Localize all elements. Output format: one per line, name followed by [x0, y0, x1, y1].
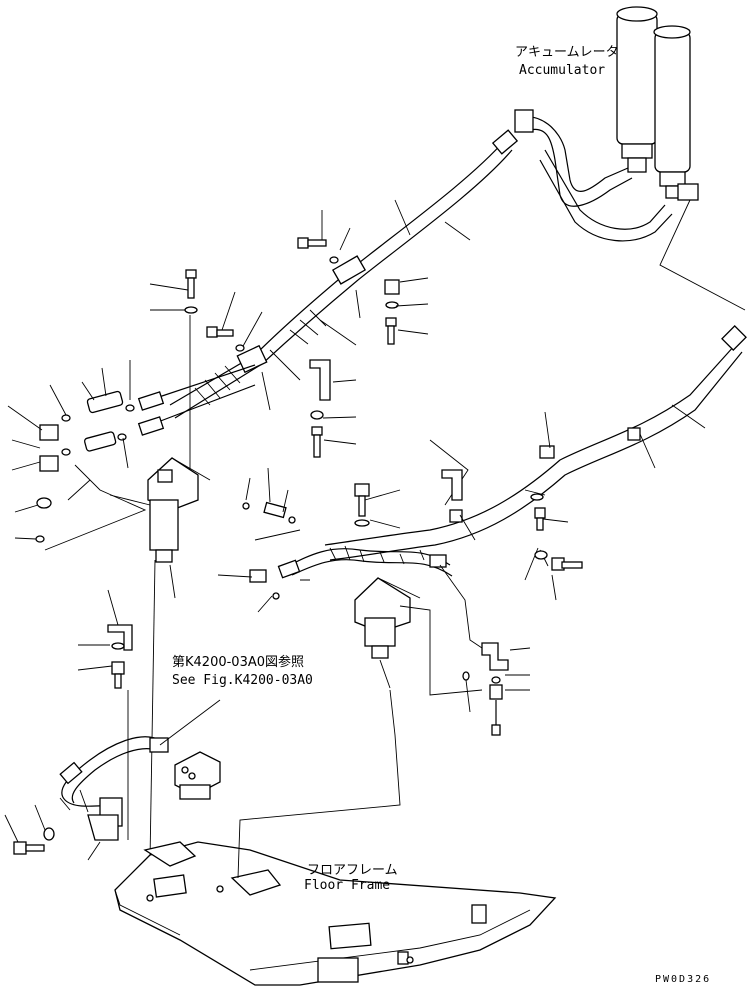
bolts-lower-left — [4, 789, 101, 861]
label-ref-en: See Fig.K4200-03A0 — [172, 673, 313, 688]
pressure-switch-right — [439, 564, 531, 736]
hose-to-valve — [242, 501, 453, 600]
leader-lines-center — [261, 199, 471, 529]
junction-block — [174, 751, 221, 800]
hose-sleeve — [194, 309, 327, 406]
hose-lower-left — [59, 699, 221, 841]
hoses-left — [137, 364, 256, 436]
label-accumulator-en: Accumulator — [519, 63, 605, 78]
label-floor-en: Floor Frame — [304, 878, 390, 893]
floor-frame — [114, 689, 557, 986]
label-floor-jp: フロアフレーム — [307, 863, 398, 878]
label-accumulator-jp: アキュームレータ — [515, 45, 619, 60]
accumulator-tubes — [514, 109, 699, 242]
brake-valve-right — [354, 577, 483, 696]
accumulator-left — [616, 6, 658, 173]
leader-lines-right — [429, 404, 706, 601]
brake-valve-left — [147, 457, 211, 599]
leader-lines-left — [7, 283, 263, 551]
bolts-top-left — [184, 237, 339, 352]
fittings-left — [35, 390, 135, 543]
bracket-right — [441, 469, 583, 571]
bolts-center — [309, 279, 400, 527]
main-hose-upper — [169, 129, 519, 419]
drawing-code: PW0D326 — [655, 974, 711, 985]
accumulator-right — [653, 25, 691, 199]
label-ref-jp: 第K4200-03A0図参照 — [172, 654, 304, 670]
bracket-lower-left — [77, 589, 133, 840]
